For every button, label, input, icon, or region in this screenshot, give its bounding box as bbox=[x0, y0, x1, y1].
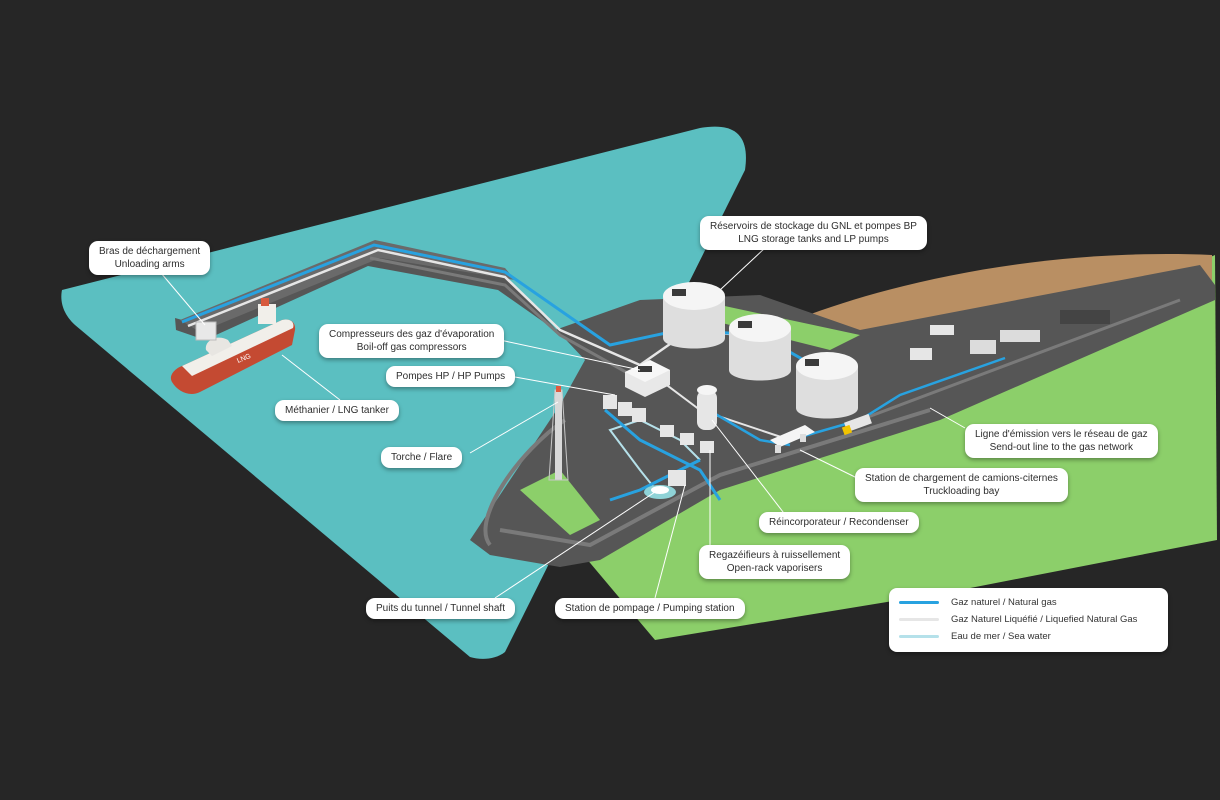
legend-item-lng: Gaz Naturel Liquéfié / Liquefied Natural… bbox=[899, 611, 1158, 628]
callout-en: Send-out line to the gas network bbox=[989, 442, 1133, 453]
legend-label: Eau de mer / Sea water bbox=[951, 631, 1051, 642]
road bbox=[369, 256, 641, 382]
callout-tunnel-shaft: Puits du tunnel / Tunnel shaft bbox=[366, 598, 515, 619]
lng-tanker-ship: LNG bbox=[170, 298, 296, 394]
callout-en: Boil-off gas compressors bbox=[356, 342, 467, 353]
callout-fr: Réservoirs de stockage du GNL et pompes … bbox=[710, 221, 917, 232]
callout-storage-tanks: Réservoirs de stockage du GNL et pompes … bbox=[700, 216, 927, 250]
terminal-platform bbox=[175, 252, 1215, 567]
green-patch bbox=[520, 470, 600, 535]
distant-buildings bbox=[910, 310, 1110, 360]
legend-item-sea-water: Eau de mer / Sea water bbox=[899, 628, 1158, 645]
callout-en: Unloading arms bbox=[114, 259, 185, 270]
legend-label: Gaz naturel / Natural gas bbox=[951, 597, 1057, 608]
unloading-arm-building bbox=[195, 321, 217, 341]
callout-text: Méthanier / LNG tanker bbox=[285, 405, 389, 416]
storage-tank bbox=[796, 352, 858, 419]
legend: Gaz naturel / Natural gas Gaz Naturel Li… bbox=[889, 588, 1168, 652]
callout-text: Station de pompage / Pumping station bbox=[565, 603, 735, 614]
road bbox=[483, 418, 567, 547]
callout-lng-tanker: Méthanier / LNG tanker bbox=[275, 400, 399, 421]
sea-area bbox=[61, 126, 746, 659]
callout-pumping-station: Station de pompage / Pumping station bbox=[555, 598, 745, 619]
callout-fr: Regazéifieurs à ruissellement bbox=[709, 550, 841, 561]
callout-en: LNG storage tanks and LP pumps bbox=[738, 234, 889, 245]
flare-tower bbox=[548, 386, 569, 481]
callout-vaporisers: Regazéifieurs à ruissellement Open-rack … bbox=[699, 545, 851, 579]
callout-fr: Compresseurs des gaz d'évaporation bbox=[329, 329, 495, 340]
tunnel-shaft-structure bbox=[644, 485, 676, 499]
callout-en: Open-rack vaporisers bbox=[726, 563, 823, 574]
legend-swatch bbox=[899, 618, 939, 621]
road bbox=[499, 408, 931, 548]
callout-text: Pompes HP / HP Pumps bbox=[396, 371, 506, 382]
callout-fr: Station de chargement de camions-citerne… bbox=[865, 473, 1058, 484]
legend-swatch bbox=[899, 635, 939, 638]
legend-swatch bbox=[899, 601, 939, 604]
callout-unloading-arms: Bras de déchargement Unloading arms bbox=[89, 241, 211, 275]
legend-item-natural-gas: Gaz naturel / Natural gas bbox=[899, 594, 1158, 611]
natural-gas-pipe bbox=[789, 356, 1006, 442]
callout-boiloff-compressors: Compresseurs des gaz d'évaporation Boil-… bbox=[319, 324, 505, 358]
truckloading-bay bbox=[770, 425, 815, 453]
storage-tank bbox=[663, 282, 725, 349]
ship-marking: LNG bbox=[236, 353, 252, 365]
callout-text: Puits du tunnel / Tunnel shaft bbox=[376, 603, 505, 614]
callout-fr: Ligne d'émission vers le réseau de gaz bbox=[975, 429, 1148, 440]
callout-truckloading-bay: Station de chargement de camions-citerne… bbox=[855, 468, 1068, 502]
callout-fr: Bras de déchargement bbox=[99, 246, 201, 257]
road bbox=[859, 298, 1181, 422]
callout-hp-pumps: Pompes HP / HP Pumps bbox=[386, 366, 516, 387]
storage-tank bbox=[729, 314, 791, 381]
jetty bbox=[180, 240, 515, 332]
pumping-station-building bbox=[668, 470, 686, 486]
legend-label: Gaz Naturel Liquéfié / Liquefied Natural… bbox=[951, 614, 1138, 625]
callout-text: Réincorporateur / Recondenser bbox=[769, 517, 909, 528]
callout-text: Torche / Flare bbox=[391, 452, 453, 463]
truck bbox=[841, 413, 872, 436]
callout-en: Truckloading bay bbox=[923, 486, 1000, 497]
hp-pumps bbox=[603, 395, 646, 422]
callout-flare: Torche / Flare bbox=[381, 447, 463, 468]
callout-sendout-line: Ligne d'émission vers le réseau de gaz S… bbox=[965, 424, 1158, 458]
callout-recondenser: Réincorporateur / Recondenser bbox=[759, 512, 919, 533]
